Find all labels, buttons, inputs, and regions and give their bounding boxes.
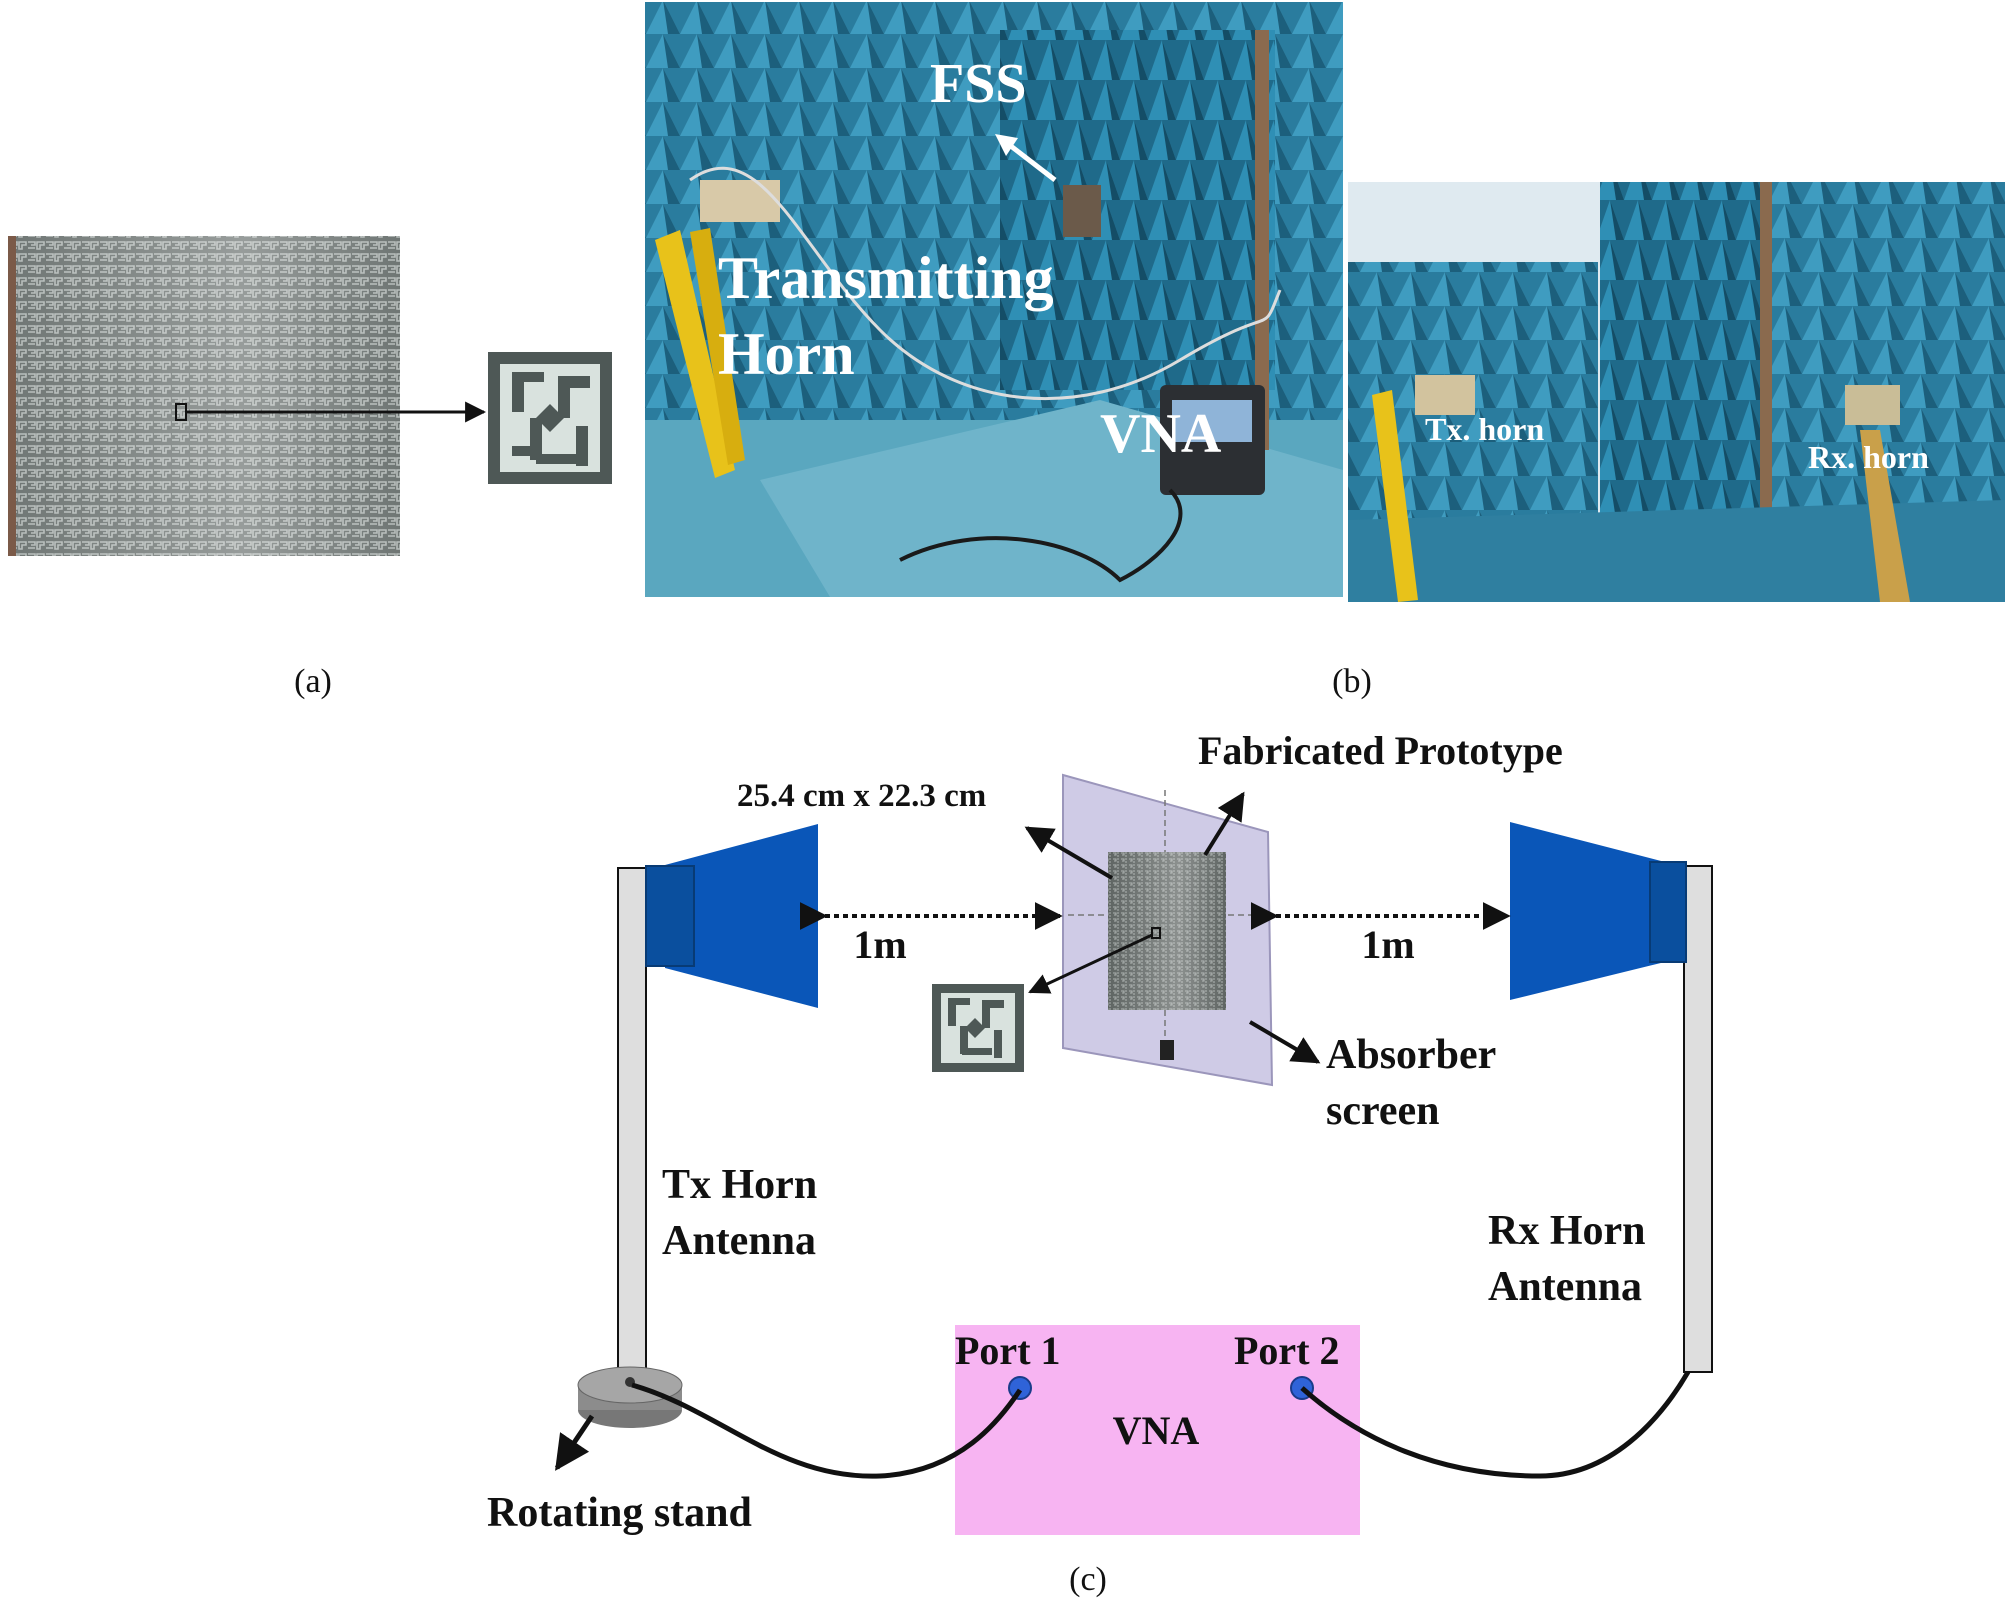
wooden-frame [1255, 30, 1269, 450]
panel-b-photo-chamber: FSS Transmitting Horn VNA [645, 2, 1343, 597]
dimension-arrow [1024, 826, 1114, 880]
vna-box [955, 1325, 1360, 1535]
rx-horn-antenna [1510, 822, 1665, 1000]
label-dimensions: 25.4 cm x 22.3 cm [737, 778, 986, 814]
label-rotating-stand: Rotating stand [487, 1490, 752, 1536]
fss-sheet-left-edge [8, 236, 16, 556]
caption-b: (b) [1332, 663, 1372, 700]
label-tx-horn-photo: Tx. horn [1425, 411, 1544, 447]
label-absorber-line1: Absorber [1326, 1032, 1496, 1078]
screen-mount [1160, 1040, 1174, 1060]
label-rx-horn-photo: Rx. horn [1808, 439, 1929, 475]
setup-center-absorber [1600, 182, 1760, 602]
setup-divider [1760, 182, 1772, 602]
label-horn: Horn [718, 321, 855, 387]
caption-c: (c) [1069, 1561, 1107, 1598]
black-cable-photo [899, 488, 1183, 583]
rotating-stand-arrow [554, 1414, 595, 1471]
tx-horn-photo [1415, 375, 1475, 415]
inset-link-arrow [1028, 933, 1153, 994]
panel-c-schematic: Fabricated Prototype 25.4 cm x 22.3 cm 1… [487, 728, 1713, 1598]
label-rx-line2: Antenna [1488, 1264, 1642, 1310]
label-port-2: Port 2 [1234, 1328, 1340, 1373]
rx-tripod-photo [1860, 430, 1910, 602]
tripod-leg-2 [690, 228, 745, 465]
fss-under-test [1063, 185, 1101, 237]
absorber-arrow [1248, 1020, 1321, 1064]
label-tx-line2: Antenna [662, 1218, 816, 1264]
transmitting-horn-photo [700, 180, 780, 222]
label-tx-line1: Tx Horn [662, 1162, 817, 1208]
label-absorber-line2: screen [1326, 1088, 1440, 1134]
panel-b-photo-setup: Tx. horn Rx. horn [1348, 182, 2005, 602]
tx-pole [617, 867, 647, 1381]
label-distance-left: 1m [853, 922, 906, 967]
label-rx-line1: Rx Horn [1488, 1208, 1646, 1254]
unit-cell-closeup [488, 352, 612, 484]
tx-tripod-photo [1372, 390, 1418, 602]
prototype-sheen [1108, 852, 1226, 1010]
label-transmitting: Transmitting [718, 245, 1054, 311]
port-1-dot [1008, 1376, 1032, 1400]
setup-floor [1348, 500, 2005, 602]
fss-pointer-arrowhead [995, 134, 1018, 156]
chamber-back-wall [1000, 30, 1275, 390]
cable-tx [631, 1382, 1023, 1479]
fss-sheet-sheen [8, 236, 400, 556]
tripod-leg-1 [655, 230, 735, 478]
rx-horn-photo [1845, 385, 1900, 425]
label-port-1: Port 1 [955, 1328, 1061, 1373]
prototype-cell-marker [1151, 927, 1161, 939]
tx-horn-flange [645, 865, 695, 967]
panel-a: (a) [8, 236, 612, 700]
unit-cell-inset [932, 984, 1024, 1072]
vna-screen-photo [1172, 400, 1252, 442]
prototype-arrow [1203, 791, 1245, 857]
cable-rx [1300, 1370, 1691, 1479]
rx-pole [1683, 865, 1713, 1373]
label-vna-photo: VNA [1100, 403, 1222, 465]
label-fss: FSS [930, 53, 1027, 115]
label-vna: VNA [1113, 1408, 1200, 1453]
rx-horn-flange [1649, 861, 1687, 963]
caption-a: (a) [294, 663, 332, 700]
label-fabricated-prototype: Fabricated Prototype [1198, 728, 1563, 773]
cable-photo [689, 166, 1282, 401]
label-distance-right: 1m [1361, 922, 1414, 967]
